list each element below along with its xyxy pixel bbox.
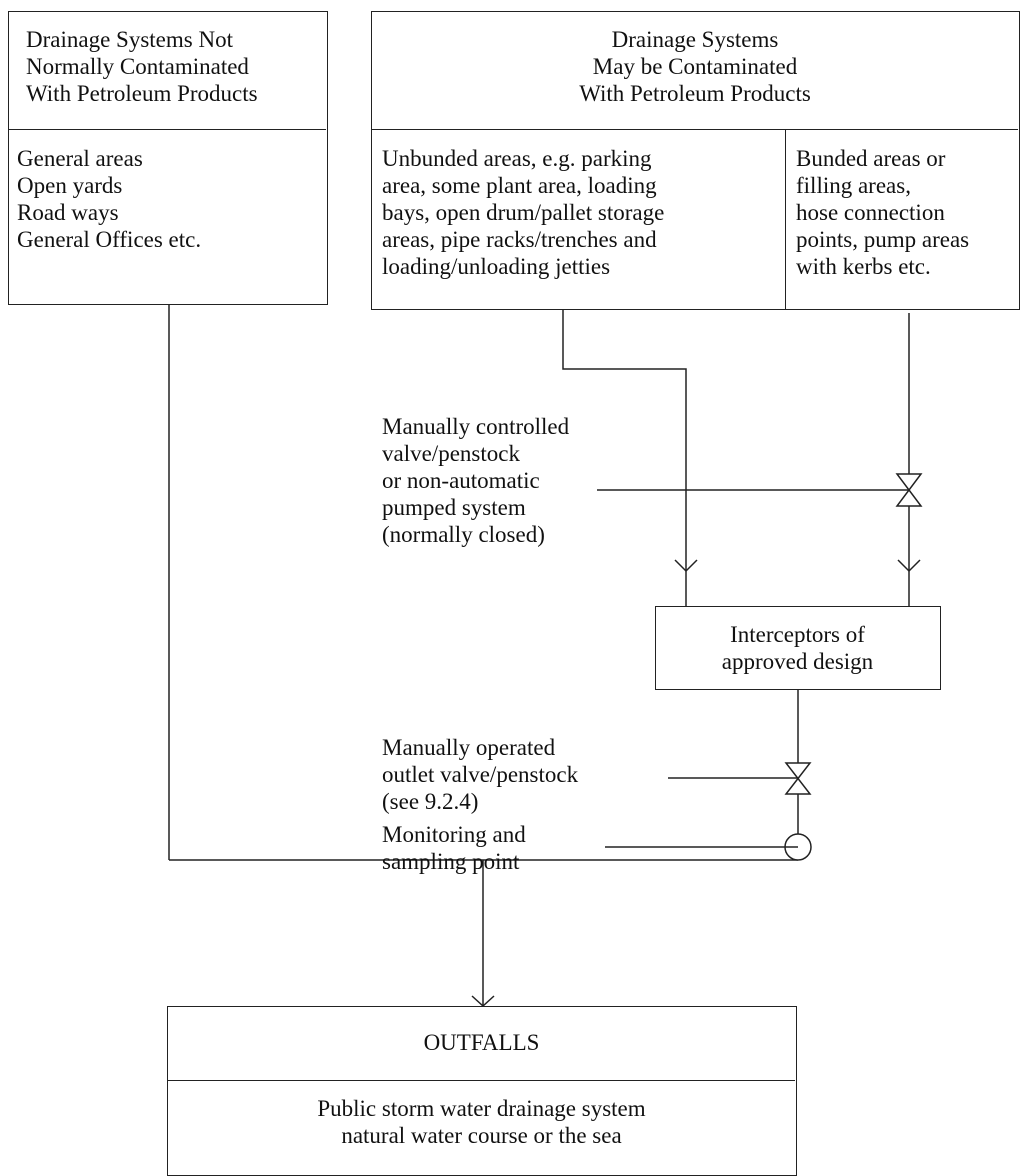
- bunded-areas: Bunded areas or filling areas, hose conn…: [796, 146, 970, 279]
- uncontaminated-header: Drainage Systems Not Normally Contaminat…: [26, 27, 258, 106]
- unbunded-drain-line: [562, 309, 687, 607]
- contaminated-systems-box: Drainage Systems May be Contaminated Wit…: [371, 11, 1020, 310]
- monitoring-label: Monitoring and sampling point: [382, 822, 526, 874]
- contaminated-divider: [372, 129, 1018, 130]
- outfalls-destinations: Public storm water drainage system natur…: [317, 1096, 646, 1148]
- outfalls-divider: [168, 1080, 795, 1081]
- interceptor-box: Interceptors of approved design: [655, 606, 941, 690]
- valve-2-label: Manually operated outlet valve/penstock …: [382, 735, 579, 814]
- unbunded-arrowhead: [674, 559, 698, 573]
- contaminated-header: Drainage Systems May be Contaminated Wit…: [579, 27, 811, 106]
- uncontaminated-systems-box: Drainage Systems Not Normally Contaminat…: [8, 11, 328, 305]
- interceptor-label: Interceptors of approved design: [721, 622, 874, 674]
- uncontaminated-divider: [9, 129, 326, 130]
- outfalls-header: OUTFALLS: [423, 1030, 540, 1055]
- uncontaminated-areas: General areas Open yards Road ways Gener…: [17, 146, 202, 252]
- unbunded-areas: Unbunded areas, e.g. parking area, some …: [382, 146, 665, 279]
- bunded-arrowhead: [897, 559, 921, 573]
- valve-1-label: Manually controlled valve/penstock or no…: [382, 414, 570, 547]
- contaminated-column-divider: [785, 129, 786, 309]
- outfalls-box: OUTFALLS Public storm water drainage sys…: [167, 1006, 797, 1176]
